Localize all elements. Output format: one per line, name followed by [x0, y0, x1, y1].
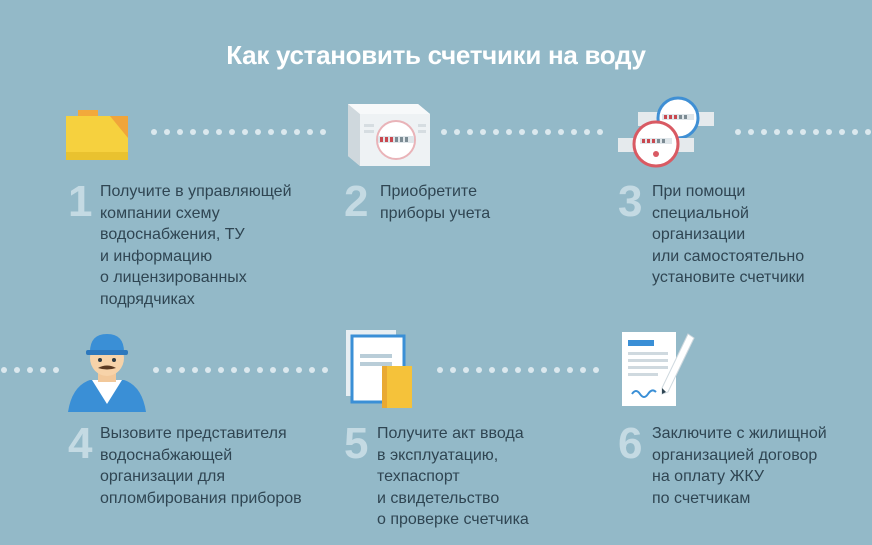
step-number-2: 2	[344, 177, 369, 226]
signed-contract-icon	[622, 332, 695, 406]
connector-dots-6	[437, 367, 599, 373]
folder-icon	[66, 110, 128, 160]
worker-icon	[68, 334, 146, 412]
connector-dots-1	[151, 129, 326, 135]
connector-dots-4	[1, 367, 59, 373]
meter-box-icon	[348, 104, 430, 166]
water-meters-icon	[618, 96, 714, 168]
step-number-1: 1	[68, 177, 93, 226]
step-text-1: Получите в управляющей компании схему во…	[100, 183, 292, 308]
documents-icon	[346, 330, 412, 408]
step-number-3: 3	[618, 177, 643, 226]
step-number-5: 5	[344, 419, 369, 468]
page-title: Как установить счетчики на воду	[226, 40, 646, 70]
step-text-3: При помощи специальной организации или с…	[652, 183, 805, 286]
connector-dots-3	[735, 129, 871, 135]
step-text-2: Приобретите приборы учета	[380, 183, 491, 222]
step-text-4: Вызовите представителя водоснабжающей ор…	[100, 425, 302, 507]
step-text-6: Заключите с жилищной организацией догово…	[652, 425, 827, 507]
step-number-6: 6	[618, 419, 643, 468]
connector-dots-5	[153, 367, 328, 373]
step-number-4: 4	[68, 419, 93, 468]
connector-dots-2	[441, 129, 603, 135]
step-text-5: Получите акт ввода в эксплуатацию, техпа…	[377, 425, 529, 528]
